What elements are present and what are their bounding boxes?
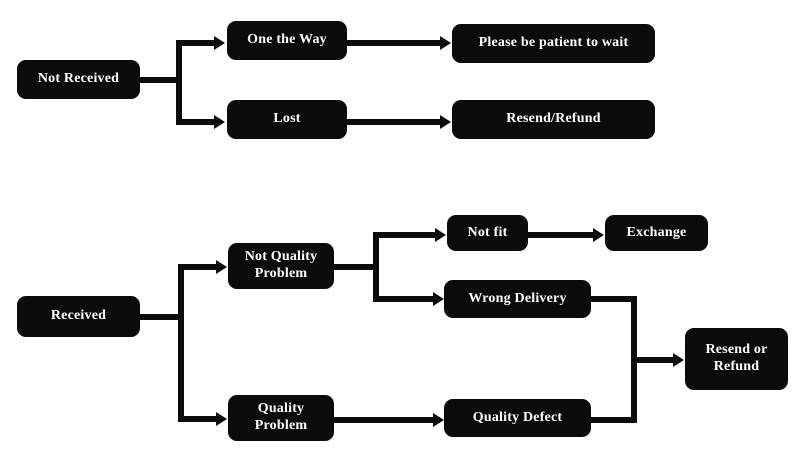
arrowhead-wrong-delivery xyxy=(433,292,444,306)
node-quality-problem-line1: Quality xyxy=(257,401,305,417)
connector-not-quality-to-wrong-delivery xyxy=(373,296,439,302)
node-received[interactable]: Received xyxy=(17,296,140,337)
connector-received-trunk xyxy=(138,314,183,320)
connector-not-quality-problem-trunk xyxy=(332,264,378,270)
node-exchange[interactable]: Exchange xyxy=(605,215,708,251)
arrowhead-one-the-way xyxy=(214,36,225,50)
node-not-quality-problem[interactable]: Not Quality Problem xyxy=(228,243,334,289)
connector-quality-problem-to-quality-defect xyxy=(332,417,440,423)
node-resend-or-refund-line1: Resend or xyxy=(705,342,768,358)
arrowhead-not-fit xyxy=(435,228,446,242)
arrowhead-please-be-patient xyxy=(440,36,451,50)
node-resend-refund[interactable]: Resend/Refund xyxy=(452,100,655,139)
connector-not-received-to-one-the-way xyxy=(176,40,220,46)
connector-not-received-split-vertical xyxy=(176,40,182,125)
node-not-received[interactable]: Not Received xyxy=(17,60,140,99)
node-lost[interactable]: Lost xyxy=(227,100,347,139)
node-not-fit[interactable]: Not fit xyxy=(447,215,528,251)
connector-received-split-vertical xyxy=(178,264,184,422)
node-please-be-patient-to-wait[interactable]: Please be patient to wait xyxy=(452,24,655,63)
node-quality-defect[interactable]: Quality Defect xyxy=(444,399,591,437)
node-resend-or-refund[interactable]: Resend or Refund xyxy=(685,328,788,390)
connector-wrong-delivery-to-merge xyxy=(589,296,637,302)
node-quality-problem-line2: Problem xyxy=(254,418,308,433)
node-one-the-way[interactable]: One the Way xyxy=(227,21,347,60)
connector-received-to-quality-problem xyxy=(178,416,222,422)
arrowhead-resend-refund xyxy=(440,115,451,129)
connector-not-received-trunk xyxy=(138,77,181,83)
connector-merge-to-resend-or-refund xyxy=(631,357,679,363)
arrowhead-lost xyxy=(214,115,225,129)
arrowhead-quality-defect xyxy=(433,413,444,427)
arrowhead-quality-problem xyxy=(216,412,227,426)
connector-not-received-to-lost xyxy=(176,119,220,125)
arrowhead-not-quality-problem xyxy=(216,260,227,274)
connector-received-to-not-quality-problem xyxy=(178,264,222,270)
node-not-quality-problem-line1: Not Quality xyxy=(244,249,318,265)
node-resend-or-refund-line2: Refund xyxy=(713,359,760,374)
arrowhead-exchange xyxy=(593,228,604,242)
node-quality-problem[interactable]: Quality Problem xyxy=(228,395,334,441)
arrowhead-resend-or-refund xyxy=(673,353,684,367)
connector-not-quality-problem-split-vertical xyxy=(373,232,379,302)
connector-not-quality-to-not-fit xyxy=(373,232,439,238)
node-not-quality-problem-line2: Problem xyxy=(254,266,308,281)
connector-one-the-way-to-wait xyxy=(345,40,445,46)
connector-quality-defect-to-merge xyxy=(589,417,637,423)
connector-lost-to-resend-refund xyxy=(345,119,445,125)
node-wrong-delivery[interactable]: Wrong Delivery xyxy=(444,280,591,318)
connector-not-fit-to-exchange xyxy=(526,232,597,238)
